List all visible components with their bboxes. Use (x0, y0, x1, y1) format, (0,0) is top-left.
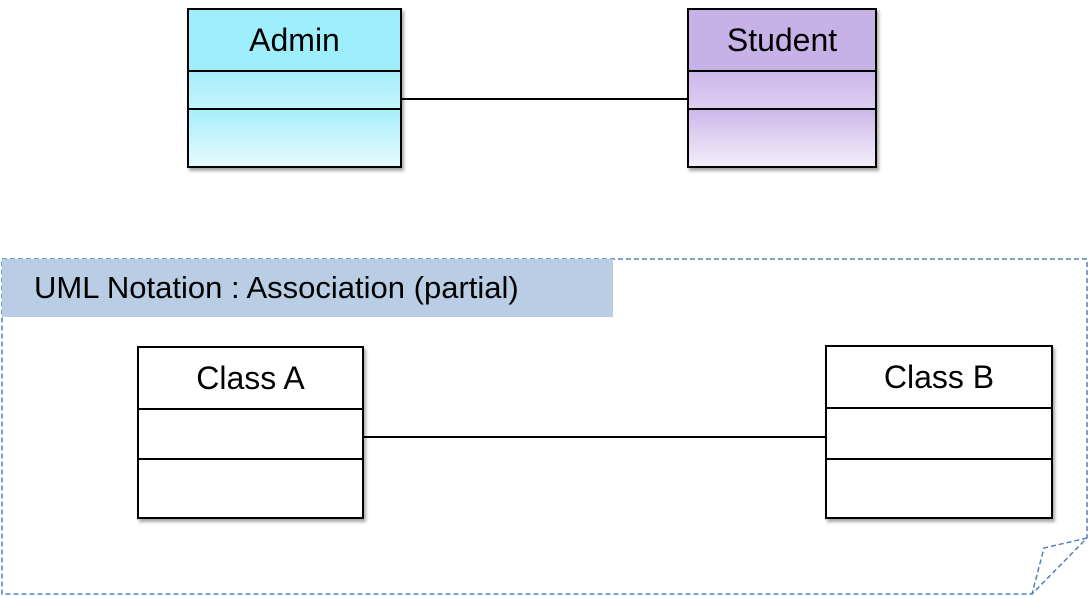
class-box-admin[interactable]: Admin (187, 8, 402, 168)
class-attributes-class-a (139, 410, 362, 460)
class-name-class-b: Class B (827, 347, 1051, 409)
class-attributes-class-b (827, 409, 1051, 460)
class-box-class-a[interactable]: Class A (137, 346, 364, 519)
class-operations-student (689, 110, 875, 166)
class-attributes-admin (189, 72, 400, 110)
class-operations-admin (189, 110, 400, 166)
note-title: UML Notation : Association (partial) (2, 259, 613, 317)
note-fold (1031, 537, 1088, 595)
class-name-admin: Admin (189, 10, 400, 72)
class-operations-class-a (139, 460, 362, 517)
class-attributes-student (689, 72, 875, 110)
class-name-student: Student (689, 10, 875, 72)
note-outline (1, 258, 1088, 595)
class-operations-class-b (827, 460, 1051, 517)
class-box-class-b[interactable]: Class B (825, 345, 1053, 519)
class-box-student[interactable]: Student (687, 8, 877, 168)
class-name-class-a: Class A (139, 348, 362, 410)
